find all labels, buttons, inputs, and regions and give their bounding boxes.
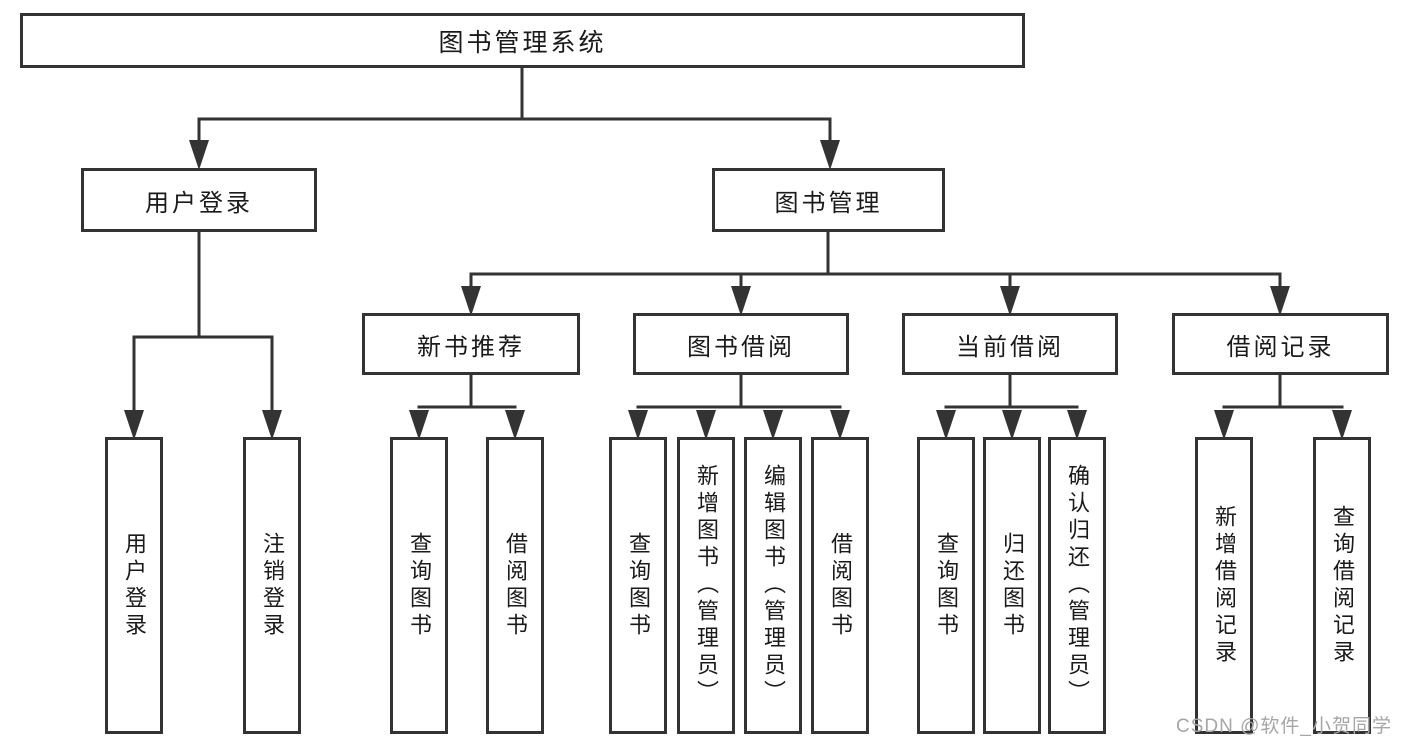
arrowhead-icon: [409, 410, 429, 440]
leaf-add-books-admin-label: 新增图书（管理员）: [694, 464, 719, 707]
arrowhead-icon: [1002, 410, 1022, 440]
arrowhead-icon: [763, 410, 783, 440]
leaf-add-books-admin: 新增图书（管理员）: [677, 437, 735, 734]
leaf-query-books-current: 查询图书: [917, 437, 975, 734]
arrowhead-icon: [1067, 410, 1087, 440]
arrowhead-icon: [1214, 410, 1234, 440]
leaf-query-borrow-record: 查询借阅记录: [1313, 437, 1371, 734]
leaf-return-books-label: 归还图书: [1000, 531, 1025, 640]
arrowhead-icon: [731, 286, 751, 316]
arrowhead-icon: [628, 410, 648, 440]
leaf-logout-label: 注销登录: [260, 531, 285, 640]
arrowhead-icon: [820, 140, 840, 170]
arrowhead-icon: [124, 410, 144, 440]
arrowhead-icon: [1270, 286, 1290, 316]
leaf-query-books-recommend-label: 查询图书: [407, 531, 432, 640]
leaf-user-login: 用户登录: [105, 437, 163, 734]
arrowhead-icon: [1000, 286, 1020, 316]
arrowhead-icon: [505, 410, 525, 440]
leaf-add-borrow-record-label: 新增借阅记录: [1212, 504, 1237, 667]
node-book-borrowing: 图书借阅: [633, 313, 849, 375]
node-library-management-system: 图书管理系统: [20, 13, 1025, 68]
leaf-confirm-return-admin-label: 确认归还（管理员）: [1065, 464, 1090, 707]
leaf-query-books-borrowing-label: 查询图书: [626, 531, 651, 640]
node-book-management: 图书管理: [712, 168, 945, 232]
arrowhead-icon: [189, 140, 209, 170]
arrowhead-icon: [262, 410, 282, 440]
leaf-user-login-label: 用户登录: [122, 531, 147, 640]
leaf-borrow-books-recommend: 借阅图书: [486, 437, 544, 734]
node-user-login: 用户登录: [81, 168, 317, 232]
node-current-borrowing: 当前借阅: [902, 313, 1118, 375]
node-new-book-recommend: 新书推荐: [362, 313, 580, 375]
arrowhead-icon: [696, 410, 716, 440]
leaf-query-books-borrowing: 查询图书: [609, 437, 667, 734]
leaf-borrow-books-recommend-label: 借阅图书: [503, 531, 528, 640]
arrowhead-icon: [1332, 410, 1352, 440]
watermark-text: CSDN @软件_小贺同学: [1176, 716, 1392, 737]
arrowhead-icon: [830, 410, 850, 440]
leaf-edit-books-admin-label: 编辑图书（管理员）: [761, 464, 786, 707]
leaf-confirm-return-admin: 确认归还（管理员）: [1048, 437, 1106, 734]
arrowhead-icon: [936, 410, 956, 440]
leaf-borrow-books-borrowing: 借阅图书: [811, 437, 869, 734]
leaf-logout: 注销登录: [243, 437, 301, 734]
leaf-query-books-recommend: 查询图书: [390, 437, 448, 734]
leaf-query-borrow-record-label: 查询借阅记录: [1330, 504, 1355, 667]
leaf-return-books: 归还图书: [983, 437, 1041, 734]
arrowhead-icon: [461, 286, 481, 316]
leaf-borrow-books-borrowing-label: 借阅图书: [828, 531, 853, 640]
node-borrowing-records: 借阅记录: [1172, 313, 1389, 375]
leaf-add-borrow-record: 新增借阅记录: [1195, 437, 1253, 734]
leaf-edit-books-admin: 编辑图书（管理员）: [744, 437, 802, 734]
leaf-query-books-current-label: 查询图书: [934, 531, 959, 640]
